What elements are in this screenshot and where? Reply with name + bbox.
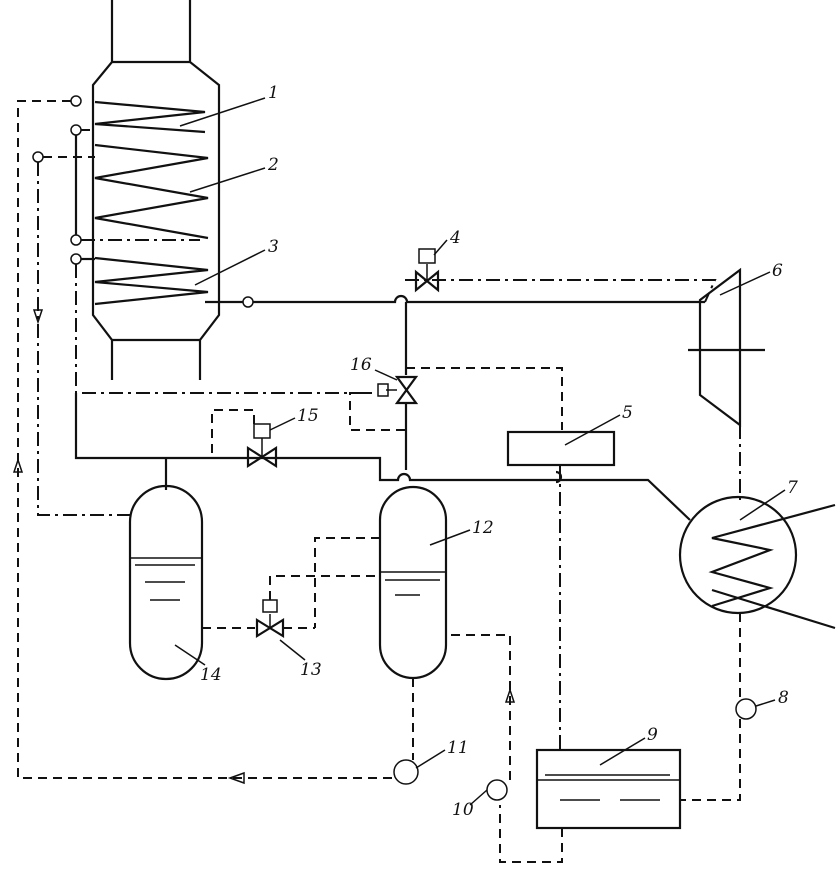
label-7: 7: [787, 478, 798, 498]
label-5: 5: [622, 403, 633, 423]
tank-9: [499, 748, 682, 863]
label-2: 2: [267, 155, 279, 175]
coil-2: [94, 143, 209, 240]
label-10: 10: [452, 800, 474, 820]
label-13: 13: [300, 660, 322, 680]
label-4: 4: [449, 228, 461, 248]
turbine-6: [688, 267, 765, 500]
label-15: 15: [297, 406, 319, 426]
label-9: 9: [647, 725, 658, 745]
tower-column: [91, 0, 221, 380]
label-11: 11: [447, 738, 469, 758]
line-to-vessel-14: [37, 162, 130, 516]
label-3: 3: [268, 237, 279, 257]
label-1: 1: [268, 83, 279, 103]
label-6: 6: [772, 261, 783, 281]
control-valve-13: [255, 575, 380, 638]
leader-lines: [174, 97, 786, 806]
vessel-12: [314, 485, 448, 760]
condenser-7: [678, 495, 836, 700]
return-line-top: [17, 100, 396, 779]
coil-1: [94, 100, 206, 134]
control-valve-16: [349, 367, 563, 470]
label-14: 14: [200, 665, 222, 685]
exchanger-5: [506, 430, 616, 750]
pump-8: [680, 698, 757, 801]
pump-10: [450, 634, 516, 801]
label-12: 12: [472, 518, 494, 538]
coil-3: [94, 256, 209, 306]
vessel-14: [128, 484, 255, 681]
pump-11: [393, 759, 419, 785]
label-16: 16: [350, 355, 372, 375]
control-valve-4: [414, 248, 440, 293]
label-8: 8: [778, 688, 789, 708]
control-valve-15: [211, 409, 278, 469]
